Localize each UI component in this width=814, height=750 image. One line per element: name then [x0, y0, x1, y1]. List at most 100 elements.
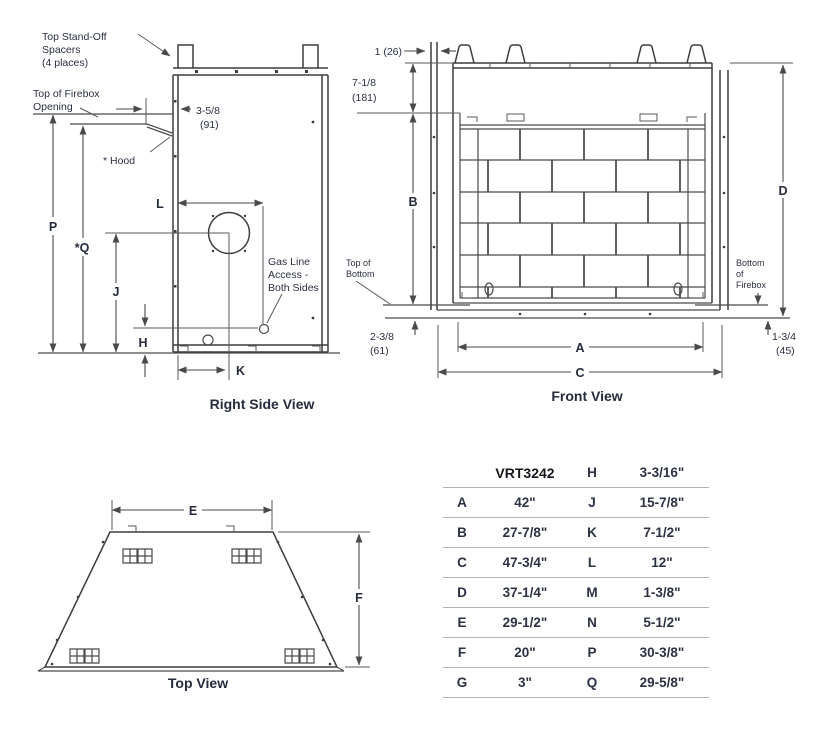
dim-L-label: L	[156, 197, 164, 211]
hood-dim-value: 3-5/8	[196, 105, 220, 117]
right-side-view: Top Stand-Off Spacers (4 places) Top of …	[33, 31, 340, 412]
standoff-note-line1: Top Stand-Off	[42, 31, 107, 43]
standoff-note-line2: Spacers	[42, 44, 81, 56]
dim-2-3-8-mm: (61)	[370, 345, 389, 357]
brick-pattern	[460, 129, 705, 299]
standoff-leader	[137, 33, 171, 57]
dim-D-label: D	[778, 184, 787, 198]
top-view-label: Top View	[168, 675, 228, 691]
front-rail-ticks	[489, 63, 691, 68]
cell-value: 20"	[514, 645, 536, 660]
side-standoff-spacers	[177, 44, 319, 68]
side-bolts	[174, 70, 315, 320]
cell-letter: B	[457, 525, 467, 540]
flue-centerlines	[105, 232, 230, 380]
table-row: G 3" Q 29-5/8"	[443, 668, 709, 698]
cell-letter: K	[587, 525, 597, 540]
cell-letter: L	[587, 555, 597, 570]
dim-J-label: J	[113, 285, 120, 299]
cell-letter: D	[457, 585, 467, 600]
cell-letter: N	[587, 615, 597, 630]
gas-note-line1: Gas Line	[268, 256, 310, 268]
cell-value: 30-3/8"	[639, 645, 685, 660]
gas-access-lines	[133, 206, 264, 329]
table-row: F 20" P 30-3/8"	[443, 638, 709, 668]
dim-1-3-4-value: 1-3/4	[772, 331, 796, 343]
bottom-firebox-line2: of	[736, 269, 744, 279]
cell-value: 3"	[518, 675, 532, 690]
dim-2-3-8-value: 2-3/8	[370, 331, 394, 343]
top-view: E F Top View	[37, 500, 370, 691]
dim-flange-label: 1 (26)	[375, 46, 402, 58]
table-row: A 42" J 15-7/8"	[443, 488, 709, 518]
top-edge-tabs	[128, 525, 235, 532]
model-number: VRT3242	[495, 464, 555, 481]
hood-dim-mm: (91)	[200, 119, 219, 131]
floor-hole-right	[673, 282, 683, 296]
front-view-label: Front View	[551, 388, 622, 404]
cell-letter: M	[586, 585, 598, 600]
dim-1-3-4-mm: (45)	[776, 345, 795, 357]
front-standoff-spacers	[454, 44, 707, 64]
dim-K-label: K	[236, 364, 245, 378]
cell-value: 47-3/4"	[502, 555, 548, 570]
dim-F-label: F	[355, 591, 363, 605]
cell-value: 29-5/8"	[639, 675, 685, 690]
cell-value: 15-7/8"	[639, 495, 685, 510]
note-leaders	[79, 107, 283, 324]
floor-hole	[202, 334, 214, 346]
dim-P-label: P	[49, 220, 57, 234]
cell-value: 5-1/2"	[643, 615, 681, 630]
dim-E-extensions	[111, 500, 273, 530]
hood-note: * Hood	[103, 155, 135, 167]
bottom-firebox-line3: Firebox	[736, 280, 767, 290]
front-cabinet-outline	[430, 42, 729, 310]
standoff-note-line3: (4 places)	[42, 57, 88, 69]
flue-corner-ticks	[211, 214, 247, 253]
top-of-bottom-line2: Bottom	[346, 269, 375, 279]
header-value-H: 3-3/16"	[639, 465, 685, 480]
table-row: D 37-1/4" M 1-3/8"	[443, 578, 709, 608]
gas-note-line3: Both Sides	[268, 282, 319, 294]
front-view: 1 (26) 7-1/8 (181) B Top of Bottom 2-3/8…	[346, 42, 796, 404]
top-view-outline	[43, 531, 339, 668]
dim-extensions-left	[357, 62, 460, 114]
cell-letter: G	[456, 675, 468, 690]
dim-H-label: H	[138, 336, 147, 350]
top-standoff-brackets	[69, 548, 315, 664]
cell-letter: C	[457, 555, 467, 570]
dim-header-mm: (181)	[352, 92, 377, 104]
top-of-bottom-line1: Top of	[346, 258, 371, 268]
dim-C-label: C	[575, 366, 584, 380]
gas-note-line2: Access -	[268, 269, 309, 281]
dim-A-label: A	[575, 341, 584, 355]
dim-Q-label: *Q	[75, 241, 90, 255]
table-row: B 27-7/8" K 7-1/2"	[443, 518, 709, 548]
dim-F-extensions	[278, 531, 370, 668]
bottom-firebox-line1: Bottom	[736, 258, 765, 268]
floor-hole-left	[484, 282, 494, 296]
table-row: C 47-3/4" L 12"	[443, 548, 709, 578]
header-letter-H: H	[587, 465, 597, 480]
dimension-table: VRT3242 H 3-3/16" A 42" J 15-7/8" B 27-7…	[443, 458, 709, 698]
right-side-view-label: Right Side View	[210, 396, 315, 412]
firebox-opening	[459, 113, 706, 299]
gas-access-hole	[258, 323, 270, 335]
dim-E-label: E	[189, 504, 197, 518]
cell-value: 29-1/2"	[502, 615, 548, 630]
cell-letter: J	[588, 495, 596, 510]
cell-value: 1-3/8"	[643, 585, 681, 600]
cell-letter: F	[457, 645, 467, 660]
table-row: E 29-1/2" N 5-1/2"	[443, 608, 709, 638]
lintel-slot-left	[506, 113, 525, 122]
cell-letter: E	[457, 615, 467, 630]
cell-letter: A	[457, 495, 467, 510]
table-header-row: VRT3242 H 3-3/16"	[443, 458, 709, 488]
cell-value: 12"	[651, 555, 673, 570]
cell-value: 7-1/2"	[643, 525, 681, 540]
cell-letter: Q	[586, 675, 598, 690]
lintel-brackets	[467, 116, 697, 122]
cell-value: 42"	[514, 495, 536, 510]
